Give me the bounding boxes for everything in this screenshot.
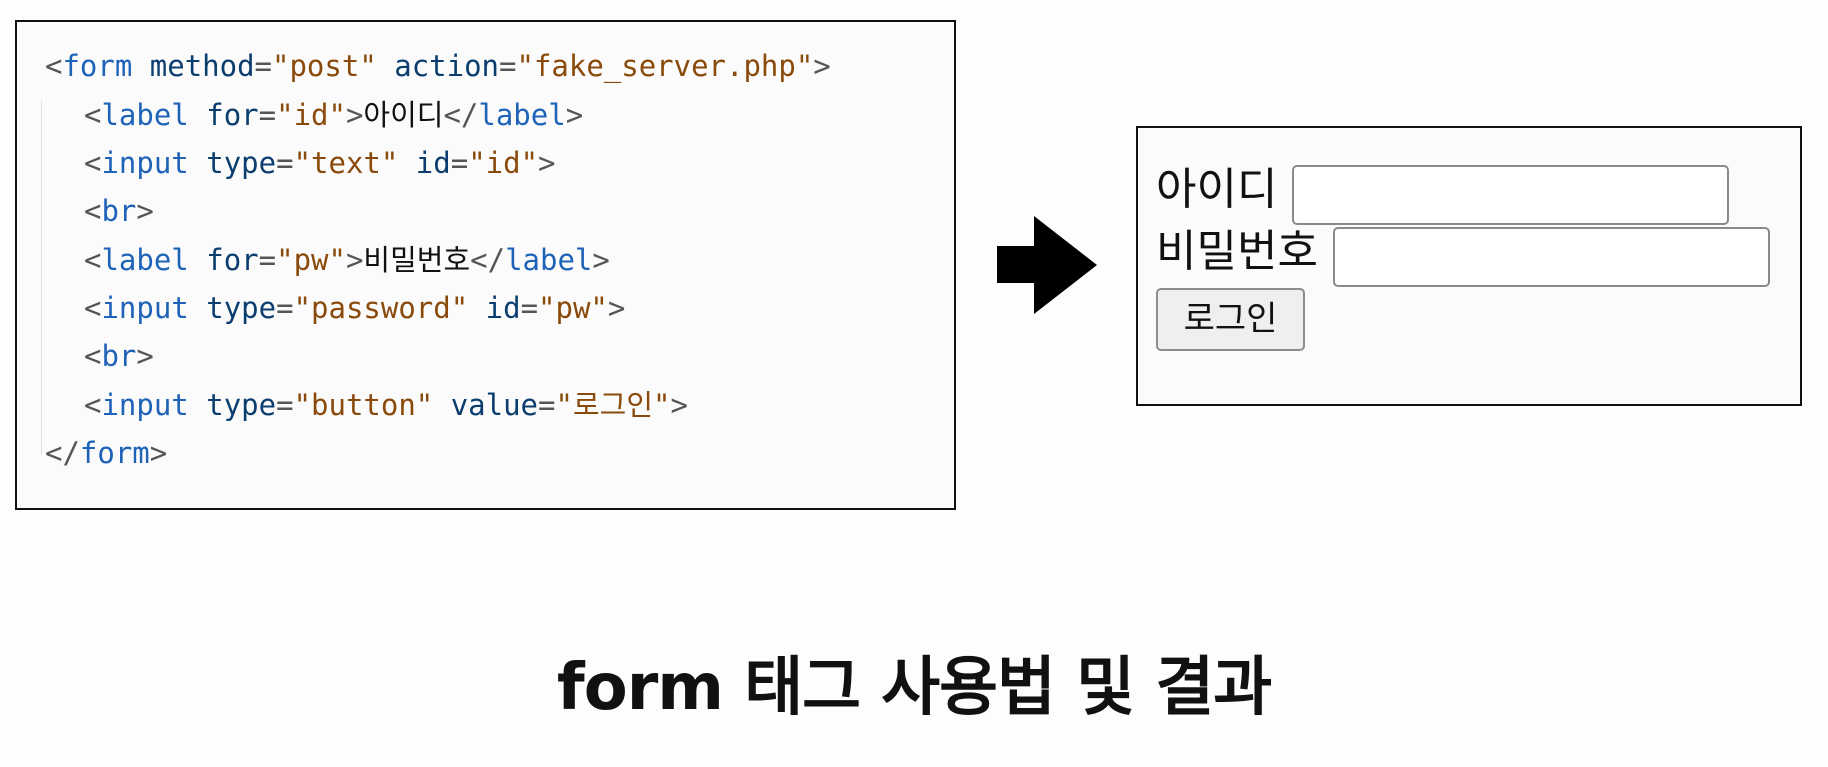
code-tag: input	[101, 146, 189, 180]
id-label: 아이디	[1156, 164, 1278, 215]
code-attr-name: type	[206, 388, 277, 422]
code-attr-value: "id"	[276, 98, 346, 132]
code-tag: label	[101, 98, 189, 132]
code-line-input-password: <input type="password" id="pw">	[84, 291, 626, 325]
code-attr-name: id	[485, 291, 521, 325]
code-line-label-id: <label for="id">아이디</label>	[84, 98, 584, 132]
code-text: 아이디	[363, 98, 444, 132]
code-panel: <form method="post" action="fake_server.…	[15, 20, 956, 510]
code-attr-name: id	[415, 146, 451, 180]
pw-label: 비밀번호	[1156, 226, 1318, 277]
code-attr-name: type	[206, 146, 277, 180]
code-tag: input	[101, 291, 189, 325]
code-attr-value: "post"	[272, 49, 377, 83]
result-panel: 아이디 비밀번호 로그인	[1136, 126, 1802, 406]
code-tag: br	[101, 194, 137, 228]
code-attr-value: "password"	[293, 291, 469, 325]
code-attr-name: for	[206, 98, 259, 132]
code-attr-value: "pw"	[276, 243, 346, 277]
code-attr-value: "pw"	[538, 291, 608, 325]
code-attr-value: "text"	[293, 146, 399, 180]
figure-caption: form 태그 사용법 및 결과	[556, 651, 1272, 725]
code-tag: label	[505, 243, 593, 277]
code-tag: input	[101, 388, 189, 422]
code-attr-name: action	[394, 49, 500, 83]
code-tag: form	[62, 49, 133, 83]
code-line-input-text: <input type="text" id="id">	[84, 146, 556, 180]
code-attr-name: value	[450, 388, 539, 422]
code-attr-value: "button"	[293, 388, 434, 422]
code-line-br: <br>	[84, 194, 154, 228]
pw-input[interactable]	[1333, 227, 1770, 287]
code-text: 비밀번호	[363, 243, 471, 277]
code-attr-value: "로그인"	[555, 388, 671, 422]
code-tag: form	[79, 436, 150, 470]
code-tag: label	[478, 98, 566, 132]
code-line-input-button: <input type="button" value="로그인">	[84, 388, 688, 422]
code-line-form-close: </form>	[45, 436, 168, 470]
code-tag: br	[101, 339, 137, 373]
code-tag: label	[101, 243, 189, 277]
code-attr-name: type	[206, 291, 277, 325]
login-button[interactable]: 로그인	[1156, 288, 1305, 351]
code-attr-name: method	[149, 49, 255, 83]
code-attr-value: "fake_server.php"	[516, 49, 814, 83]
code-line-br: <br>	[84, 339, 154, 373]
indent-guide	[41, 100, 42, 454]
id-input[interactable]	[1292, 165, 1729, 225]
code-line-form-open: <form method="post" action="fake_server.…	[45, 49, 831, 83]
code-line-label-pw: <label for="pw">비밀번호</label>	[84, 243, 610, 277]
code-attr-value: "id"	[468, 146, 539, 180]
code-attr-name: for	[206, 243, 259, 277]
right-arrow-icon	[997, 216, 1097, 314]
